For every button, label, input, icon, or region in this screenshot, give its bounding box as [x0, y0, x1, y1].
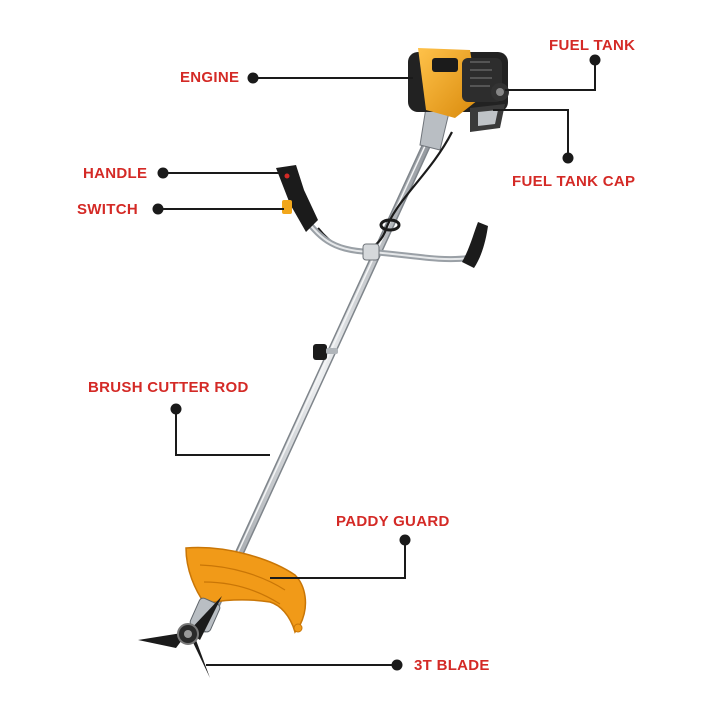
leader-brush-cutter-rod [176, 410, 270, 455]
label-engine: ENGINE [180, 69, 239, 86]
dot-brush-cutter-rod [171, 404, 182, 415]
label-brush-cutter-rod: BRUSH CUTTER ROD [88, 379, 249, 396]
label-fuel-tank: FUEL TANK [549, 37, 635, 54]
dot-engine [248, 73, 259, 84]
label-handle: HANDLE [83, 165, 147, 182]
throttle-cable [318, 132, 452, 251]
shaft-knob [313, 344, 327, 360]
engine-block [408, 48, 509, 132]
left-grip [276, 165, 318, 232]
label-3t-blade: 3T BLADE [414, 657, 490, 674]
leader-fuel-tank-cap [493, 110, 568, 158]
brush-cutter-illustration [138, 48, 509, 678]
label-switch: SWITCH [77, 201, 138, 218]
dot-fuel-tank [590, 55, 601, 66]
leader-fuel-tank [505, 62, 595, 90]
switch-trigger [282, 200, 292, 214]
dot-handle [158, 168, 169, 179]
dot-fuel-tank-cap [563, 153, 574, 164]
dot-3t-blade [392, 660, 403, 671]
dot-paddy-guard [400, 535, 411, 546]
label-paddy-guard: PADDY GUARD [336, 513, 450, 530]
right-grip [462, 222, 488, 268]
label-fuel-tank-cap: FUEL TANK CAP [512, 173, 635, 190]
dot-switch [153, 204, 164, 215]
handlebar-clamp [363, 244, 379, 260]
